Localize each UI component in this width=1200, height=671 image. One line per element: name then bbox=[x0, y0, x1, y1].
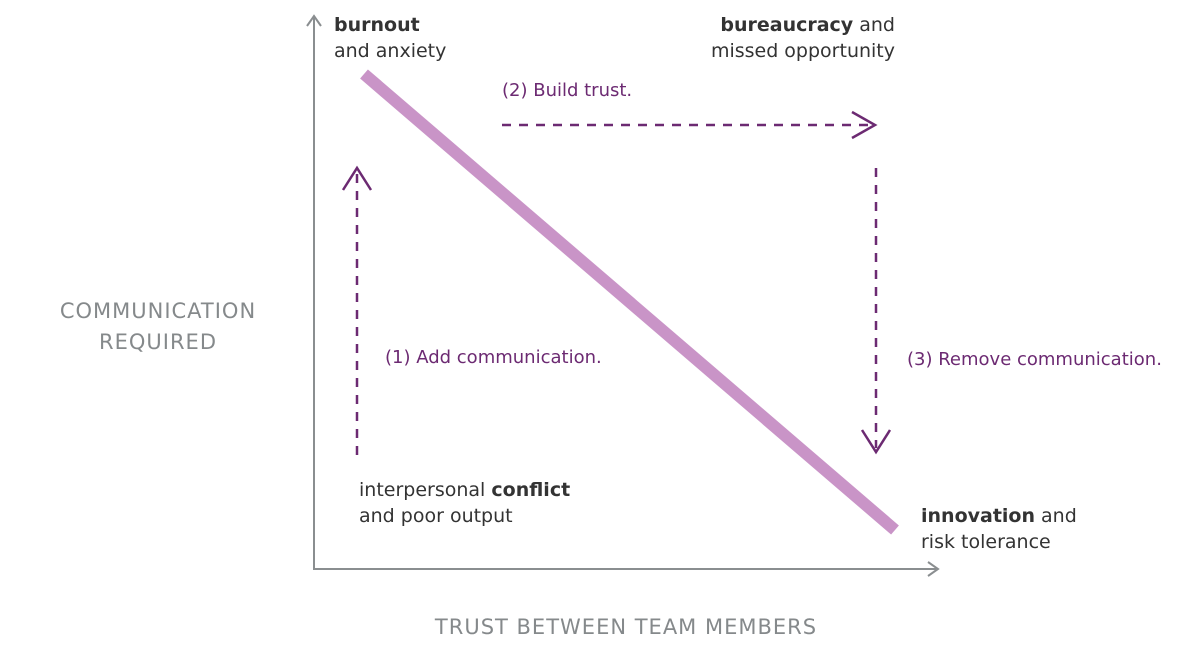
step2-label: (2) Build trust. bbox=[502, 80, 633, 101]
step3-arrowhead bbox=[860, 429, 892, 455]
step1-label: (1) Add communication. bbox=[385, 347, 602, 368]
step3-label: (3) Remove communication. bbox=[907, 349, 1162, 370]
y-axis-arrowhead bbox=[306, 14, 322, 27]
bottom-left-rest: and poor output bbox=[359, 505, 513, 527]
y-axis-label-line2: REQUIRED bbox=[99, 330, 217, 354]
bottom-right-bold: innovation bbox=[921, 505, 1035, 527]
top-left-bold: burnout bbox=[334, 14, 420, 36]
bottom-left-pre: interpersonal bbox=[359, 479, 492, 501]
bottom-right-rest1: and bbox=[1035, 505, 1077, 527]
step2-arrowhead bbox=[851, 110, 878, 140]
top-left-rest: and anxiety bbox=[334, 40, 447, 62]
step1-arrowhead bbox=[341, 165, 373, 191]
y-axis-label: COMMUNICATION REQUIRED bbox=[44, 296, 272, 358]
trend-line bbox=[360, 69, 899, 535]
bottom-right-rest2: risk tolerance bbox=[921, 531, 1051, 553]
bottom-left-label: interpersonal conflict and poor output bbox=[359, 477, 570, 529]
y-axis-label-line1: COMMUNICATION bbox=[59, 299, 257, 323]
top-right-bold: bureaucracy bbox=[720, 14, 854, 36]
top-left-label: burnout and anxiety bbox=[334, 12, 446, 64]
top-right-rest2: missed opportunity bbox=[710, 40, 895, 62]
bottom-left-bold: conflict bbox=[491, 479, 571, 501]
top-right-label: bureaucracy and missed opportunity bbox=[711, 12, 895, 64]
top-right-rest1: and bbox=[853, 14, 895, 36]
bottom-right-label: innovation and risk tolerance bbox=[921, 503, 1077, 555]
x-axis-arrowhead bbox=[927, 561, 940, 577]
x-axis-label: TRUST BETWEEN TEAM MEMBERS bbox=[434, 615, 818, 639]
